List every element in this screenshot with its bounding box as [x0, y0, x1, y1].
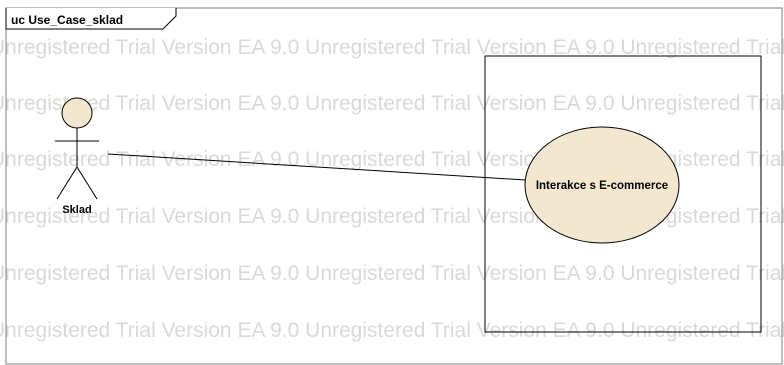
actor-head — [61, 97, 93, 129]
frame-title: uc Use_Case_sklad — [11, 13, 123, 27]
use-case-label: Interakce s E-commerce — [536, 180, 668, 192]
actor-sklad[interactable]: Sklad — [55, 97, 99, 216]
actor-left-leg — [56, 166, 78, 200]
association-line[interactable] — [107, 153, 527, 181]
watermark-text: Unregistered Trial Version EA 9.0 Unregi… — [0, 92, 784, 115]
actor-label: Sklad — [62, 204, 91, 216]
actor-right-leg — [76, 166, 98, 200]
watermark-text: Unregistered Trial Version EA 9.0 Unregi… — [0, 262, 784, 285]
watermark-text: Unregistered Trial Version EA 9.0 Unregi… — [0, 319, 784, 342]
use-case-ellipse — [524, 126, 680, 244]
watermark-text: Unregistered Trial Version EA 9.0 Unregi… — [0, 36, 784, 59]
system-boundary[interactable] — [484, 55, 762, 333]
frame-title-tab — [5, 8, 177, 30]
use-case-interakce[interactable]: Interakce s E-commerce — [524, 126, 680, 244]
